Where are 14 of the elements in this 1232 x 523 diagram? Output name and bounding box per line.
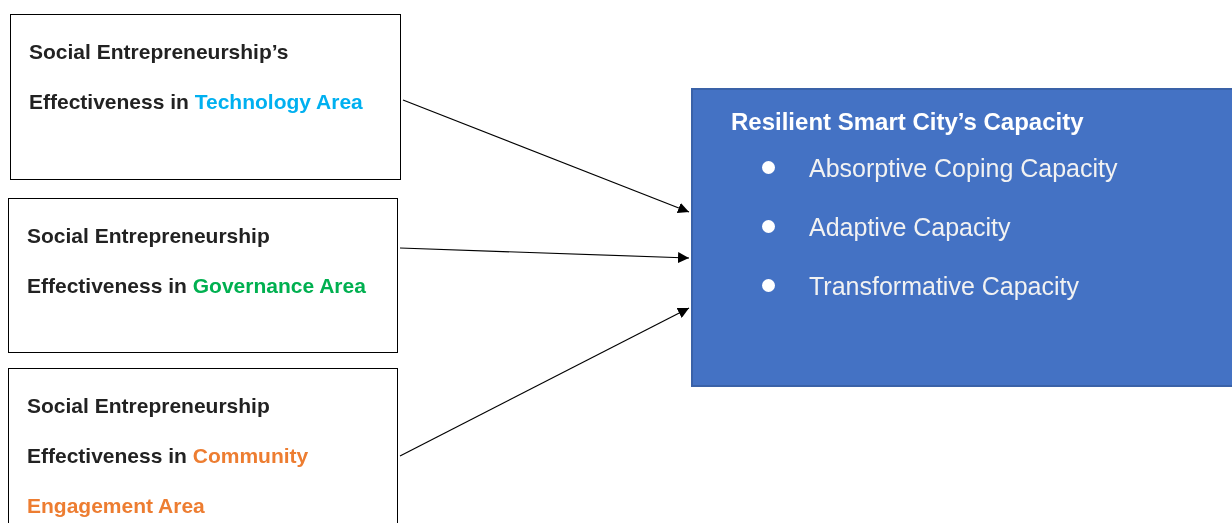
concept-box xyxy=(8,198,398,353)
concept-box xyxy=(8,368,398,523)
heading-text: Resilient Smart City’s Capacity xyxy=(731,108,1085,136)
arrow xyxy=(399,307,690,457)
box-text: Social Entrepreneurship Effectiveness in Community Engagement Area xyxy=(27,394,309,517)
bullet-item: Transformative Capacity xyxy=(809,272,1196,301)
box-text: Social Entrepreneurship Effectiveness in Governance Area xyxy=(27,224,366,297)
box-text: Social Entrepreneurship’s Effectiveness in Technology Area xyxy=(29,40,363,113)
arrow xyxy=(399,247,690,264)
concept-box xyxy=(10,14,401,180)
arrow xyxy=(402,99,690,214)
bullet-item: Adaptive Capacity xyxy=(809,213,1196,242)
outcome-box xyxy=(691,88,1232,387)
bullet-item: Absorptive Coping Capacity xyxy=(809,154,1196,183)
